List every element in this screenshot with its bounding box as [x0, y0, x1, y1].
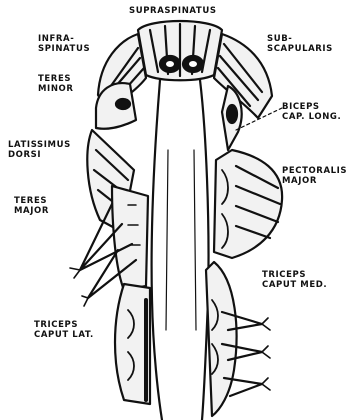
- label-teres-major: TERES MAJOR: [14, 196, 49, 216]
- label-line: SUPRASPINATUS: [129, 6, 217, 16]
- label-line: TERES: [38, 74, 74, 84]
- label-line: PECTORALIS: [282, 166, 347, 176]
- label-latissimus-dorsi: LATISSIMUS DORSI: [8, 140, 71, 160]
- humerus-shaft: [152, 80, 209, 420]
- label-triceps-medial: TRICEPS CAPUT MED.: [262, 270, 327, 290]
- label-infraspinatus: INFRA- SPINATUS: [38, 34, 90, 54]
- label-line: CAP. LONG.: [282, 112, 341, 122]
- label-line: SPINATUS: [38, 44, 90, 54]
- triceps-medial-muscle: [206, 262, 237, 416]
- label-line: CAPUT MED.: [262, 280, 327, 290]
- pectoralis-major-muscle: [214, 150, 282, 258]
- label-line: MAJOR: [14, 206, 49, 216]
- label-line: DORSI: [8, 150, 71, 160]
- label-line: TRICEPS: [262, 270, 327, 280]
- label-line: SUB-: [267, 34, 333, 44]
- label-line: MAJOR: [282, 176, 347, 186]
- label-line: INFRA-: [38, 34, 90, 44]
- label-supraspinatus: SUPRASPINATUS: [129, 6, 217, 16]
- label-teres-minor: TERES MINOR: [38, 74, 74, 94]
- label-line: TERES: [14, 196, 49, 206]
- label-line: MINOR: [38, 84, 74, 94]
- label-line: BICEPS: [282, 102, 341, 112]
- label-line: SCAPULARIS: [267, 44, 333, 54]
- label-line: LATISSIMUS: [8, 140, 71, 150]
- label-line: CAPUT LAT.: [34, 330, 94, 340]
- label-biceps: BICEPS CAP. LONG.: [282, 102, 341, 122]
- label-triceps-lateral: TRICEPS CAPUT LAT.: [34, 320, 94, 340]
- label-subscapularis: SUB- SCAPULARIS: [267, 34, 333, 54]
- label-pectoralis-major: PECTORALIS MAJOR: [282, 166, 347, 186]
- label-line: TRICEPS: [34, 320, 94, 330]
